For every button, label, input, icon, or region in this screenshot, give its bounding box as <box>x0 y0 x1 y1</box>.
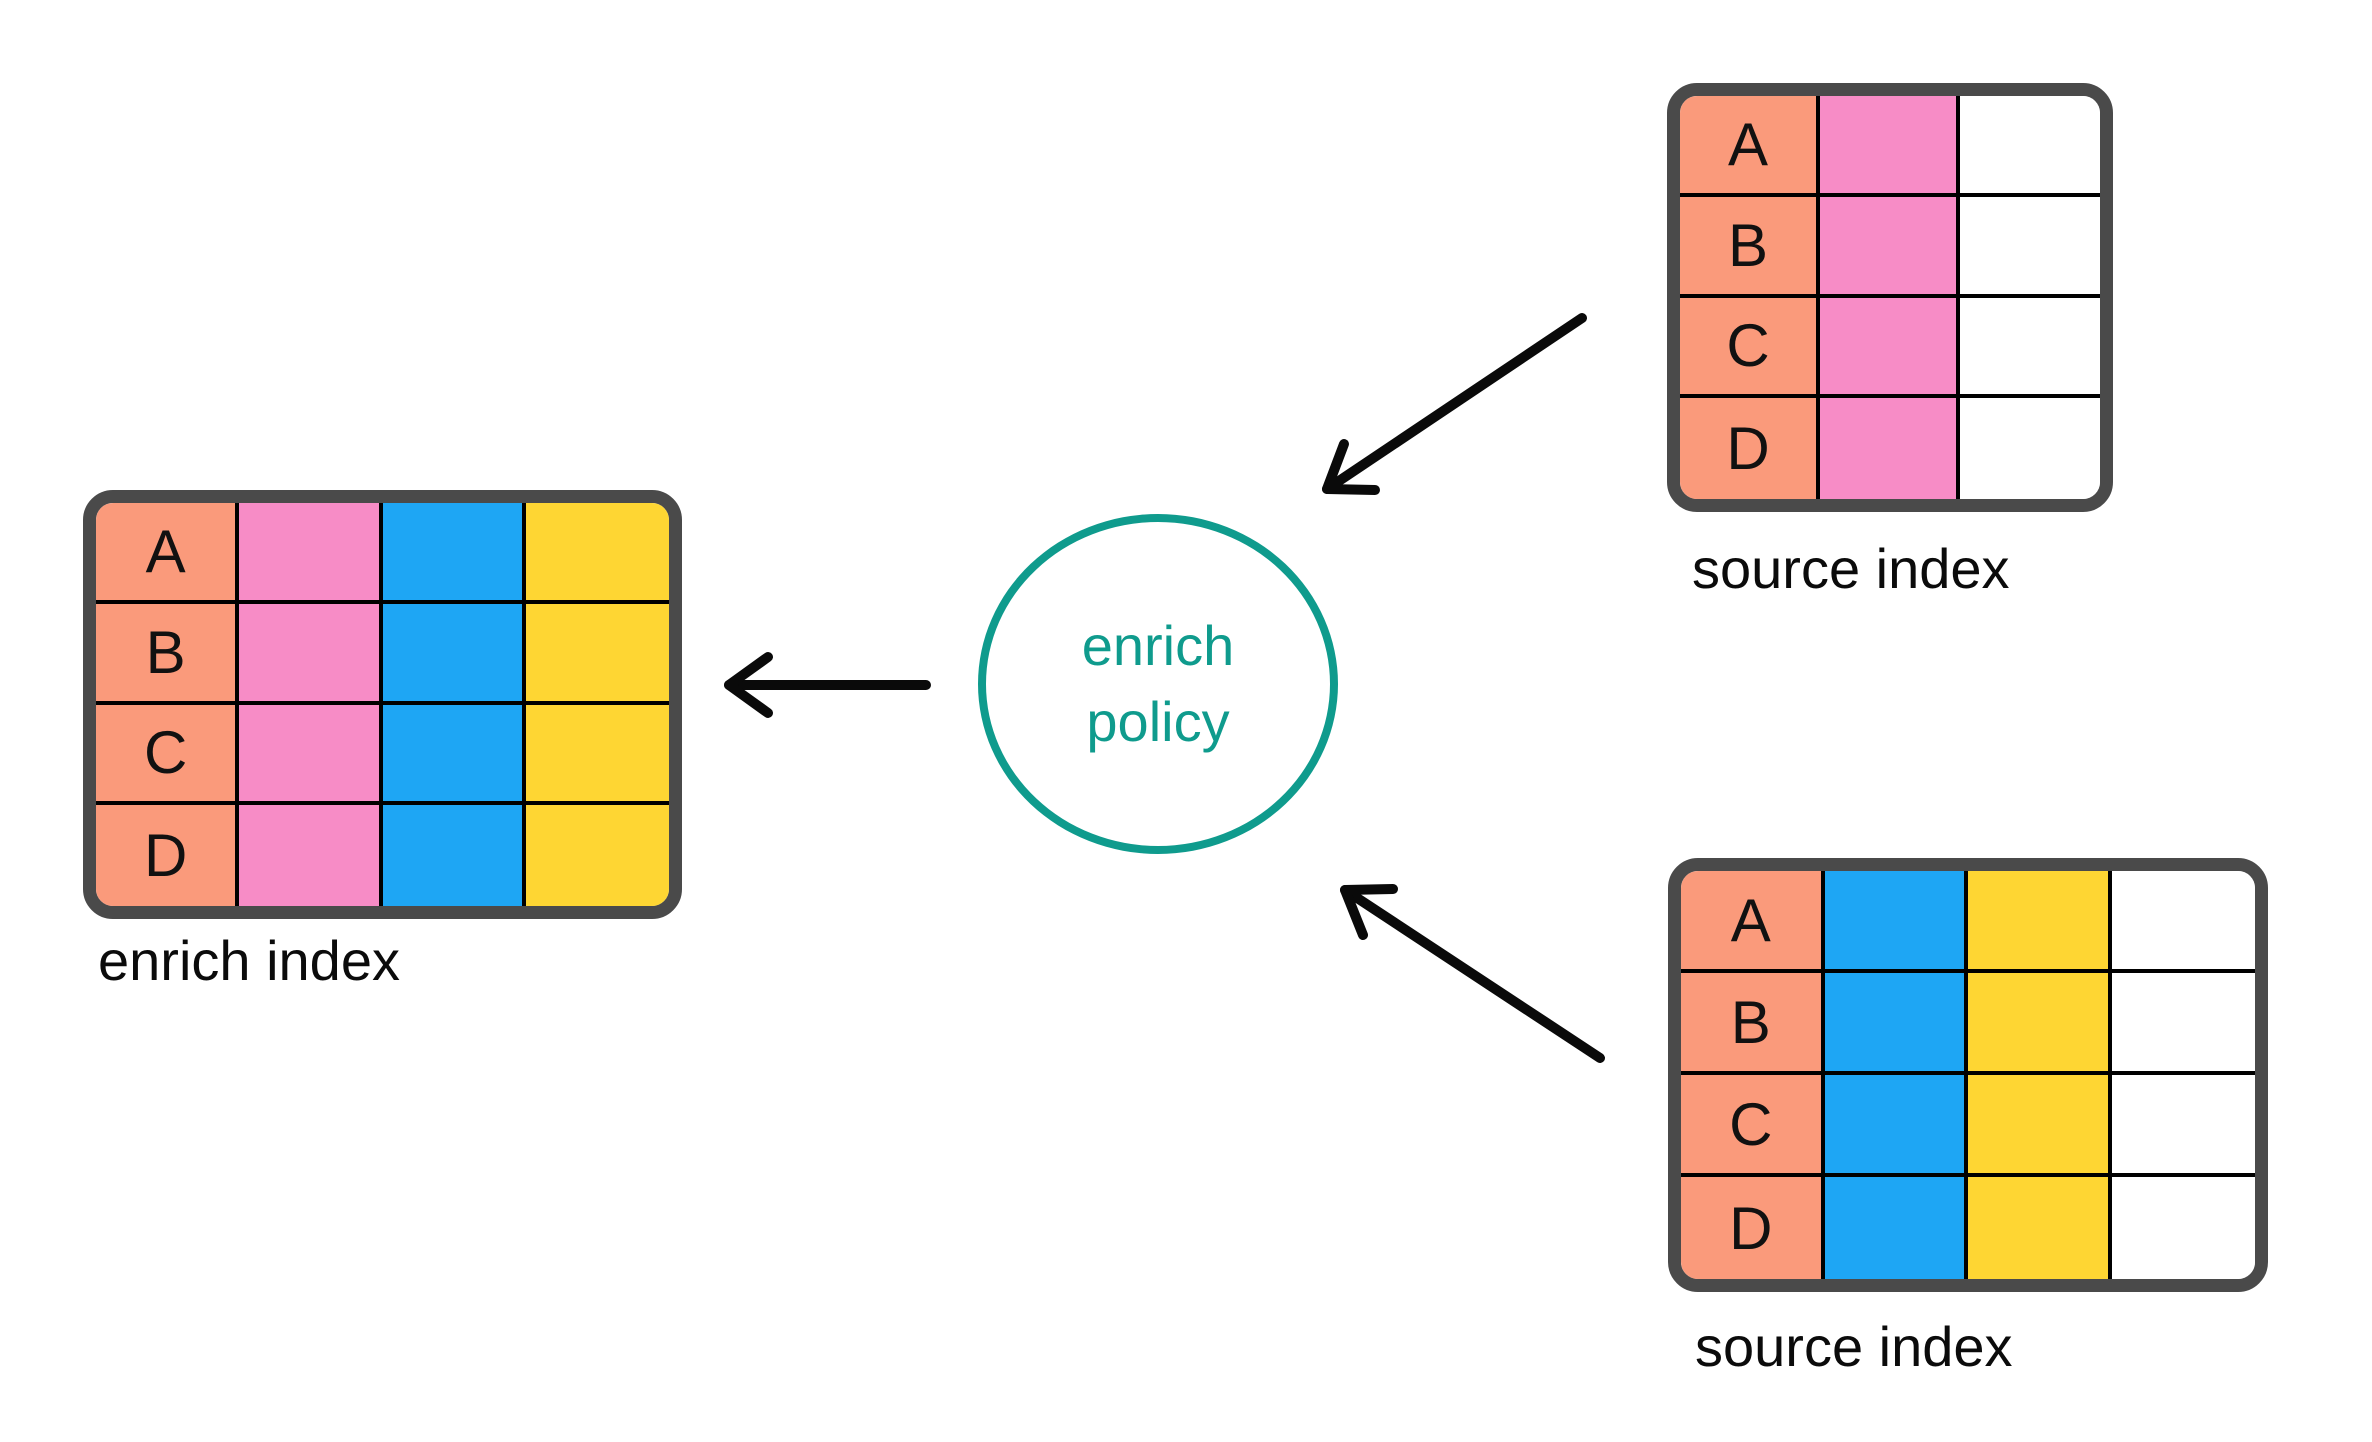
table-cell <box>239 503 383 604</box>
table-cell <box>2111 1177 2255 1279</box>
table-cell <box>1820 398 1960 499</box>
row-label-cell: D <box>96 805 240 906</box>
row-label-cell: B <box>1681 973 1825 1075</box>
source-index-top-label: source index <box>1692 537 2010 600</box>
arrow-policy-to-enrich-index <box>724 652 931 718</box>
table-cell <box>2111 871 2255 973</box>
enrich-policy-circle: enrich policy <box>978 514 1338 854</box>
table-cell <box>239 805 383 906</box>
table-cell <box>239 603 383 705</box>
row-label-cell: D <box>1680 398 1820 499</box>
table-cell <box>382 503 526 604</box>
table-cell <box>1960 96 2100 197</box>
table-cell <box>525 704 669 806</box>
table-cell <box>525 603 669 705</box>
row-label-cell: C <box>1680 297 1820 399</box>
table-cell <box>1824 871 1968 973</box>
table-cell <box>2111 973 2255 1075</box>
enrich-policy-label-line2: policy <box>1086 690 1230 753</box>
table-cell <box>1824 1177 1968 1279</box>
table-cell <box>525 503 669 604</box>
row-label-cell: B <box>96 603 240 705</box>
table-cell <box>1824 973 1968 1075</box>
arrow-source-top-to-policy <box>1322 313 1587 495</box>
table-cell <box>1960 398 2100 499</box>
row-label-cell: A <box>1680 96 1820 197</box>
row-label-cell: A <box>1681 871 1825 973</box>
table-cell <box>382 704 526 806</box>
source-index-bottom-label: source index <box>1695 1315 2013 1378</box>
table-cell <box>1824 1075 1968 1177</box>
table-cell <box>1820 297 1960 399</box>
row-label-cell: A <box>96 503 240 604</box>
arrow-source-bottom-to-policy <box>1340 884 1605 1063</box>
row-label-cell: D <box>1681 1177 1825 1279</box>
row-label-cell: B <box>1680 196 1820 298</box>
enrich-index-label: enrich index <box>98 929 400 992</box>
table-cell <box>1968 973 2112 1075</box>
table-cell <box>1960 196 2100 298</box>
row-label-cell: C <box>96 704 240 806</box>
table-cell <box>1968 871 2112 973</box>
enrich-policy-label-line1: enrich <box>1081 614 1235 678</box>
table-cell <box>382 603 526 705</box>
table-cell <box>1960 297 2100 399</box>
table-cell <box>2111 1075 2255 1177</box>
table-cell <box>1820 96 1960 197</box>
row-label-cell: C <box>1681 1075 1825 1177</box>
enrich-policy-label: enrich policy <box>1082 608 1235 759</box>
table-cell <box>1968 1177 2112 1279</box>
table-cell <box>382 805 526 906</box>
table-cell <box>525 805 669 906</box>
table-cell <box>239 704 383 806</box>
table-cell <box>1968 1075 2112 1177</box>
table-cell <box>1820 196 1960 298</box>
